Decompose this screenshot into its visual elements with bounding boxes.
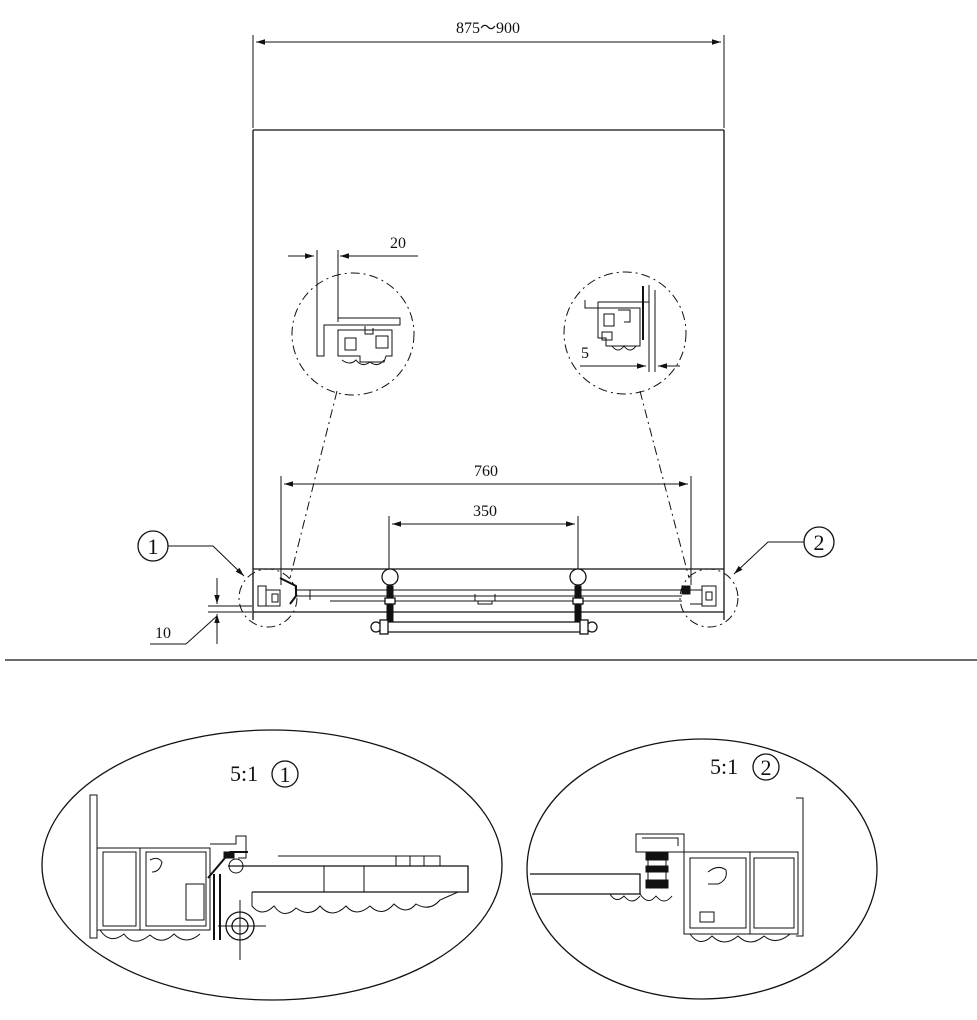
callout-2: 2 xyxy=(733,526,835,575)
enclosure-outline xyxy=(252,129,725,620)
opening-width-label: 760 xyxy=(474,463,498,480)
left-end-detail xyxy=(238,568,324,628)
enlarged-detail-1: 5:1 1 xyxy=(41,729,503,1001)
overall-width-label: 875～900 xyxy=(456,20,520,37)
door-knobs-and-towel-bar xyxy=(370,568,598,635)
callout-1-number: 1 xyxy=(148,534,159,559)
handle-spacing-label: 350 xyxy=(473,503,497,520)
bottom-offset-dimension: 10 xyxy=(150,578,252,645)
top-right-zoom-dim-label: 5 xyxy=(581,345,589,362)
opening-width-dimension: 760 xyxy=(280,463,692,585)
top-left-zoom-dim-label: 20 xyxy=(390,235,406,252)
enlarged-detail-1-marker: 1 xyxy=(280,762,291,787)
enlarged-detail-2-scale: 5:1 xyxy=(710,754,738,779)
bottom-offset-label: 10 xyxy=(155,625,171,642)
top-left-zoom-detail: 20 xyxy=(288,235,418,396)
enlarged-detail-2: 5:1 2 xyxy=(526,738,878,1000)
top-right-zoom-detail: 5 xyxy=(563,271,687,395)
enlarged-detail-1-scale: 5:1 xyxy=(230,761,258,786)
right-end-detail xyxy=(679,568,739,628)
callout-2-number: 2 xyxy=(814,530,825,555)
callout-1: 1 xyxy=(137,530,245,577)
glass-panels xyxy=(253,568,724,613)
enlarged-detail-2-marker: 2 xyxy=(761,755,772,780)
overall-width-dimension: 875～900 xyxy=(252,20,725,128)
